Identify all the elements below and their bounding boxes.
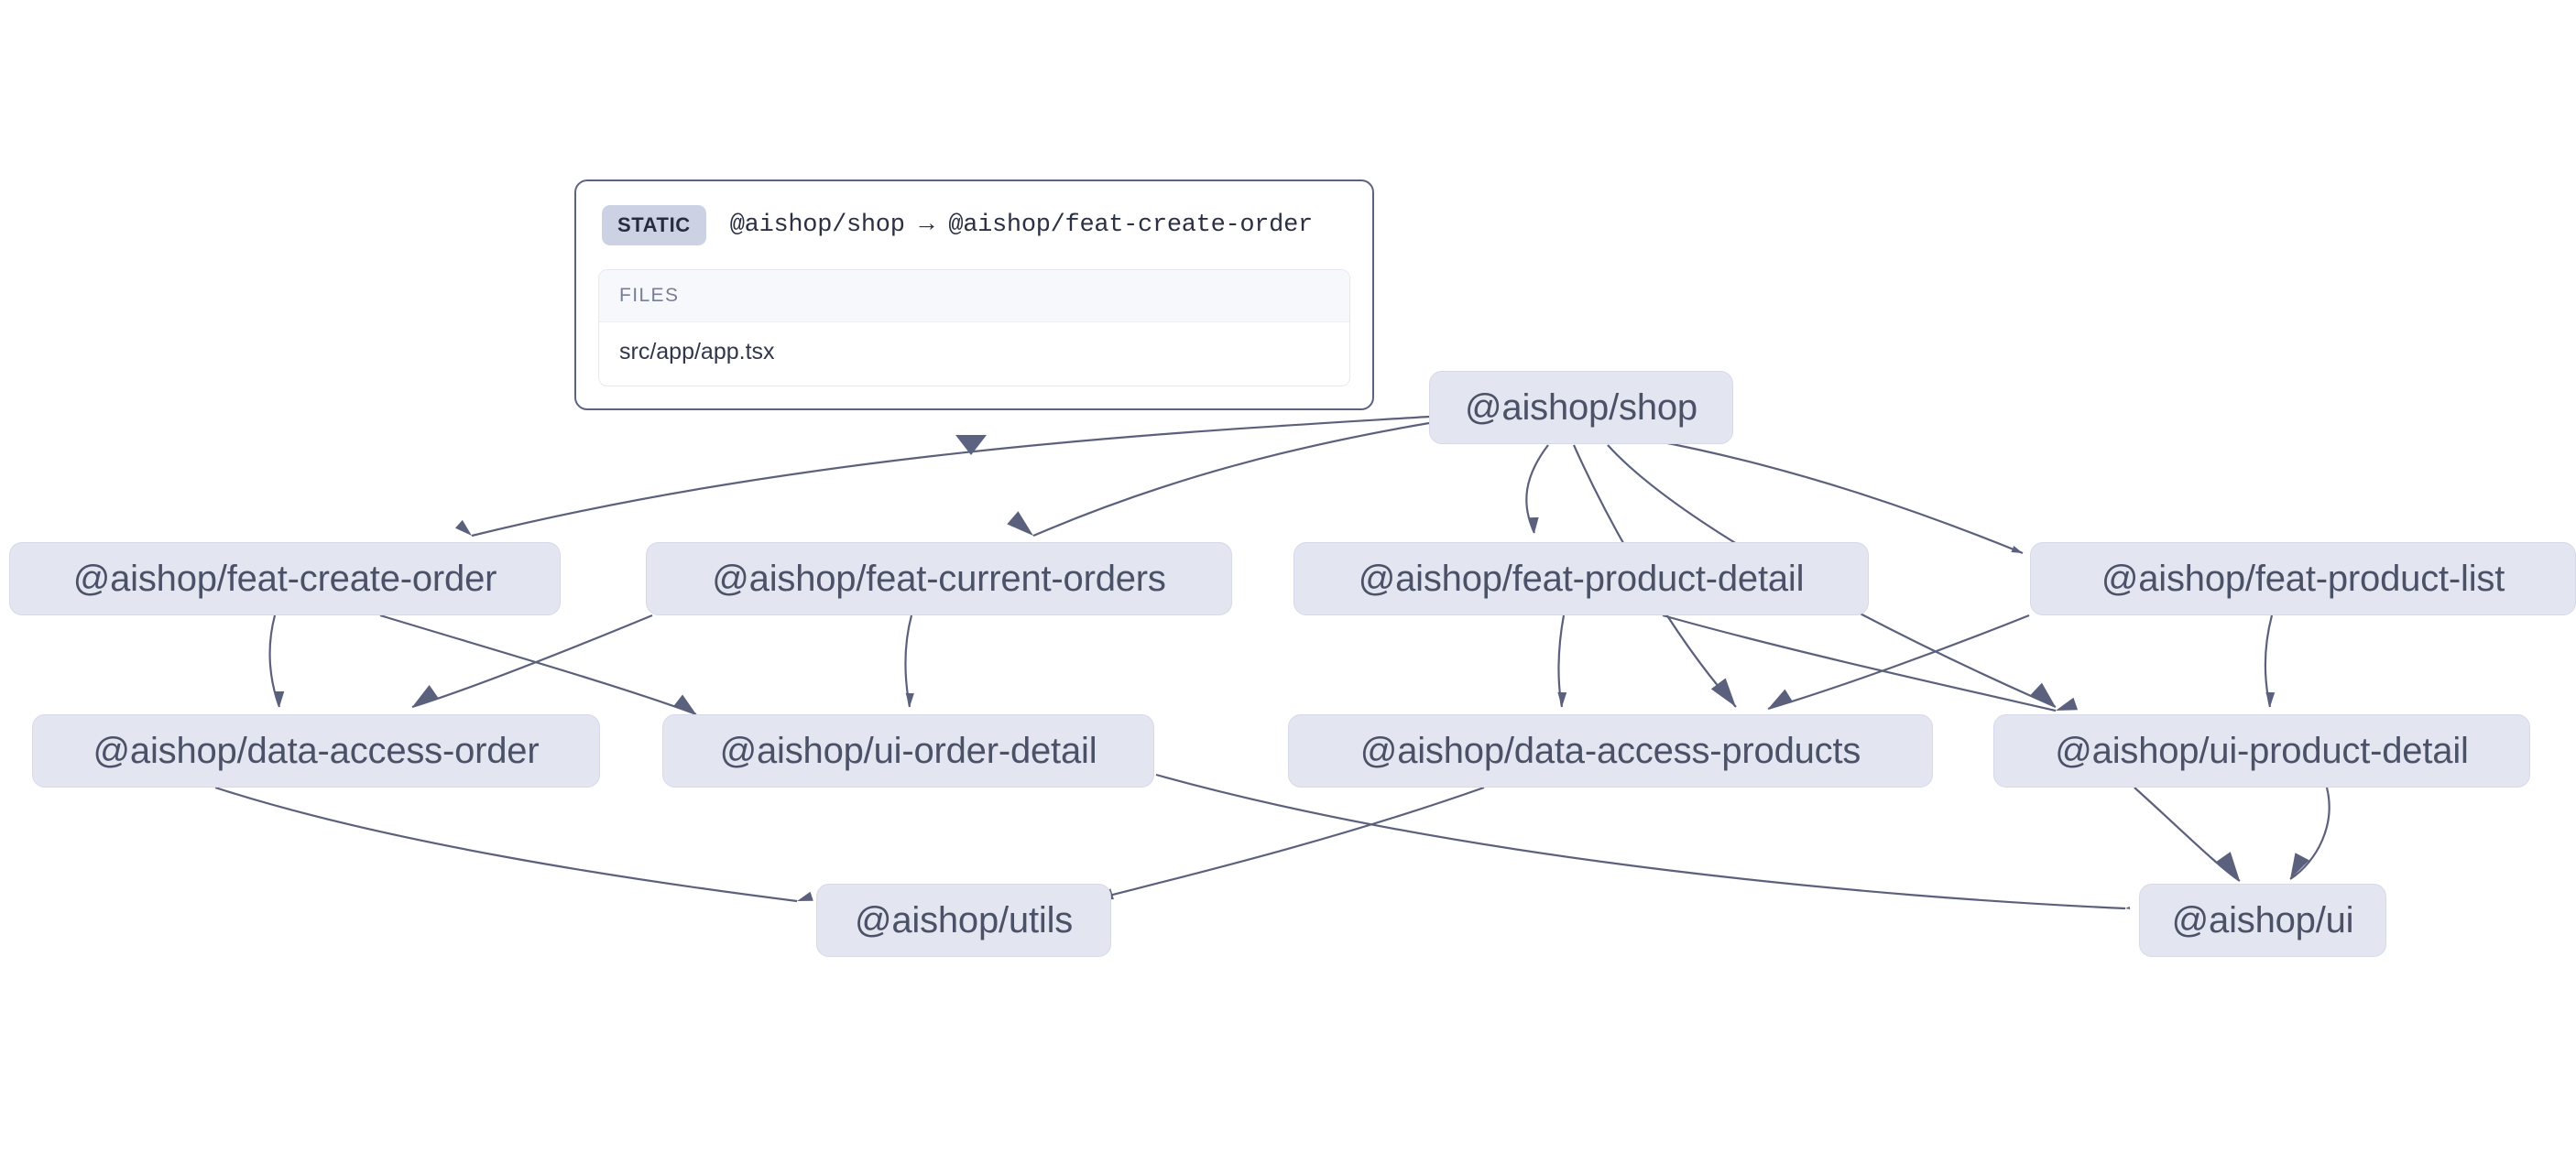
edge-arrowhead bbox=[454, 519, 472, 536]
project-node-label: @aishop/data-access-order bbox=[93, 730, 540, 771]
project-node-label: @aishop/data-access-products bbox=[1359, 730, 1861, 771]
edge-data-access-order-to-utils[interactable] bbox=[214, 786, 798, 903]
tooltip-pointer-arrow bbox=[955, 435, 987, 455]
project-node-label: @aishop/feat-product-detail bbox=[1358, 558, 1805, 599]
edge-arrowhead bbox=[2290, 853, 2309, 879]
project-node-label: @aishop/feat-product-list bbox=[2101, 558, 2505, 599]
edge-arrowhead bbox=[1529, 516, 1539, 533]
files-panel: FILES src/app/app.tsx bbox=[598, 269, 1350, 386]
project-node-ui-product-detail[interactable]: @aishop/ui-product-detail bbox=[1993, 714, 2530, 788]
edge-arrowhead bbox=[797, 891, 813, 901]
edge-feat-product-list-to-ui-product-detail[interactable] bbox=[2264, 614, 2274, 708]
files-section-header: FILES bbox=[599, 270, 1349, 322]
edge-feat-product-detail-to-data-access-products[interactable] bbox=[1557, 614, 1566, 708]
project-node-utils[interactable]: @aishop/utils bbox=[816, 884, 1111, 957]
edge-data-access-products-to-utils[interactable] bbox=[1094, 786, 1485, 901]
project-node-label: @aishop/shop bbox=[1465, 386, 1697, 428]
edge-tooltip-card[interactable]: STATIC @aishop/shop → @aishop/feat-creat… bbox=[574, 179, 1374, 410]
project-node-feat-product-list[interactable]: @aishop/feat-product-list bbox=[2030, 542, 2576, 615]
project-node-feat-current-orders[interactable]: @aishop/feat-current-orders bbox=[646, 542, 1232, 615]
project-node-label: @aishop/ui-product-detail bbox=[2055, 730, 2469, 771]
edge-arrowhead bbox=[2125, 906, 2131, 910]
edge-title: @aishop/shop → @aishop/feat-create-order bbox=[729, 212, 1313, 239]
edge-arrowhead bbox=[905, 692, 914, 707]
project-node-feat-product-detail[interactable]: @aishop/feat-product-detail bbox=[1293, 542, 1869, 615]
edge-feat-create-order-to-ui-order-detail[interactable] bbox=[379, 614, 697, 716]
edge-shop-to-feat-product-detail[interactable] bbox=[1525, 444, 1549, 534]
project-node-label: @aishop/feat-current-orders bbox=[712, 558, 1166, 599]
edge-shop-to-feat-product-list[interactable] bbox=[1648, 438, 2024, 555]
files-list: src/app/app.tsx bbox=[599, 322, 1349, 386]
edge-feat-current-orders-to-ui-order-detail[interactable] bbox=[904, 614, 913, 708]
project-node-label: @aishop/utils bbox=[854, 899, 1074, 940]
tooltip-header: STATIC @aishop/shop → @aishop/feat-creat… bbox=[598, 201, 1350, 251]
edge-arrowhead bbox=[412, 685, 439, 707]
project-node-label: @aishop/ui bbox=[2171, 899, 2354, 940]
project-node-shop[interactable]: @aishop/shop bbox=[1429, 371, 1733, 444]
project-node-feat-create-order[interactable]: @aishop/feat-create-order bbox=[9, 542, 561, 615]
edge-arrowhead bbox=[1557, 691, 1567, 707]
edge-arrowhead bbox=[274, 691, 285, 707]
edge-arrowhead bbox=[2030, 682, 2056, 707]
static-badge: STATIC bbox=[602, 205, 706, 245]
edge-feat-product-list-to-data-access-products[interactable] bbox=[1767, 614, 2030, 711]
edge-shop-to-feat-current-orders[interactable] bbox=[1032, 421, 1430, 538]
edge-feat-current-orders-to-data-access-order[interactable] bbox=[411, 614, 653, 709]
edge-ui-product-detail-to-ui[interactable] bbox=[2134, 787, 2241, 882]
project-node-label: @aishop/feat-create-order bbox=[72, 558, 497, 599]
edge-arrowhead bbox=[1768, 689, 1794, 709]
project-node-data-access-order[interactable]: @aishop/data-access-order bbox=[32, 714, 600, 788]
edge-feat-create-order-to-data-access-order[interactable] bbox=[268, 614, 281, 708]
edge-ui-product-detail-to-ui-second[interactable] bbox=[2289, 787, 2330, 880]
edge-arrowhead bbox=[1710, 678, 1736, 707]
edge-arrowhead bbox=[2011, 546, 2023, 553]
edge-shop-to-feat-create-order[interactable] bbox=[471, 415, 1430, 538]
project-node-ui-order-detail[interactable]: @aishop/ui-order-detail bbox=[662, 714, 1154, 788]
project-node-data-access-products[interactable]: @aishop/data-access-products bbox=[1288, 714, 1933, 788]
edge-arrowhead bbox=[1007, 511, 1033, 536]
project-node-label: @aishop/ui-order-detail bbox=[719, 730, 1097, 771]
edge-ui-order-detail-to-ui[interactable] bbox=[1155, 773, 2126, 910]
edge-arrowhead bbox=[2215, 852, 2240, 881]
edge-arrowhead bbox=[2265, 691, 2276, 707]
edge-feat-product-detail-to-ui-product-detail[interactable] bbox=[1662, 614, 2057, 712]
file-row[interactable]: src/app/app.tsx bbox=[619, 339, 775, 364]
project-node-ui[interactable]: @aishop/ui bbox=[2139, 884, 2386, 957]
